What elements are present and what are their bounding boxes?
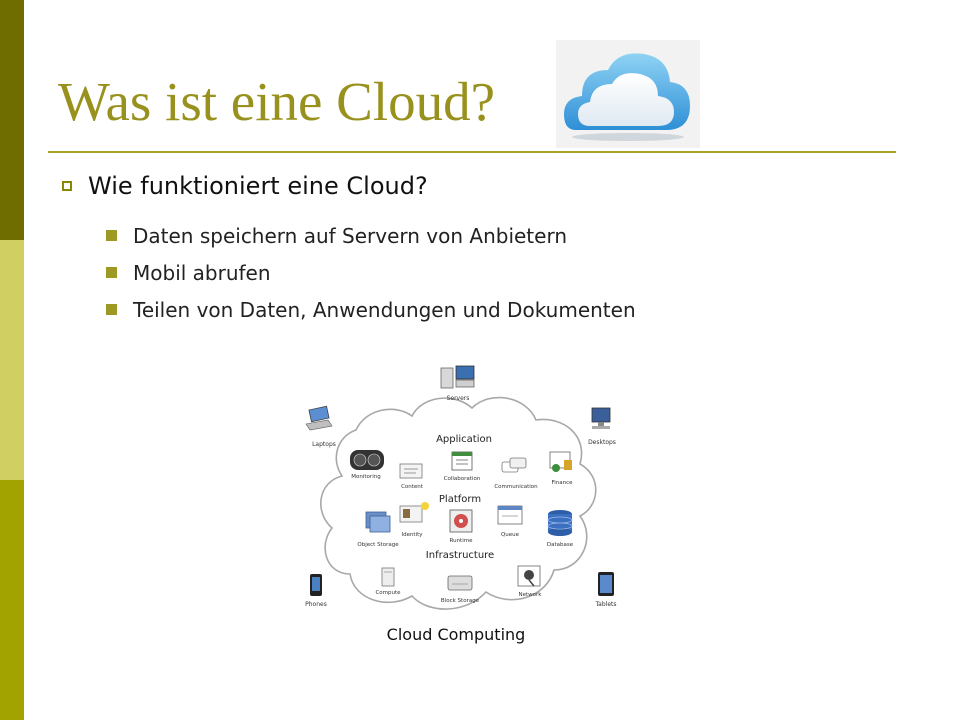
desktops-label: Desktops [588,439,616,446]
sub-bullet-text: Daten speichern auf Servern von Anbieter… [133,224,568,248]
servers-label: Servers [447,395,470,402]
decor-stripe-bottom [0,480,24,720]
queue-icon [497,505,523,525]
identity-label: Identity [401,532,423,538]
collaboration-icon [451,451,473,471]
block-storage-icon [447,575,473,591]
cloud-outline [320,396,597,610]
compute-label: Compute [375,590,401,596]
main-bullet: Wie funktioniert eine Cloud? [62,172,428,200]
application-layer-label: Application [436,434,492,445]
identity-icon [399,502,429,523]
title-divider [48,151,896,153]
block-storage-label: Block Storage [441,598,480,604]
content-icon [399,463,423,479]
sub-bullet: Mobil abrufen [106,261,271,285]
database-label: Database [547,542,574,548]
slide-title: Was ist eine Cloud? [58,71,496,132]
monitoring-icon [350,450,384,470]
infrastructure-layer-label: Infrastructure [426,550,494,561]
laptop-icon [305,405,333,431]
queue-label: Queue [501,532,520,538]
content-label: Content [401,484,424,490]
finance-icon [549,451,572,472]
phone-icon [310,574,322,596]
platform-layer-label: Platform [439,494,481,505]
sub-bullet-text: Teilen von Daten, Anwendungen und Dokume… [133,298,636,322]
servers-icon [440,365,475,389]
sub-bullet: Teilen von Daten, Anwendungen und Dokume… [106,298,636,322]
square-bullet-icon [106,267,117,278]
network-label: Network [519,592,543,598]
network-icon [517,565,541,587]
tablet-icon [598,572,614,596]
compute-icon [381,567,395,587]
phones-label: Phones [305,601,327,608]
diagram-caption: Cloud Computing [387,625,526,644]
database-icon [547,510,573,536]
hollow-square-bullet-icon [62,181,72,191]
tablets-label: Tablets [595,601,617,608]
laptops-label: Laptops [312,441,336,448]
sub-bullet-text: Mobil abrufen [133,261,271,285]
communication-icon [501,457,527,473]
decor-stripe-middle [0,240,24,480]
main-bullet-text: Wie funktioniert eine Cloud? [88,172,428,200]
decor-stripe-top [0,0,24,240]
object-storage-label: Object Storage [357,542,399,548]
monitoring-label: Monitoring [351,474,380,480]
runtime-label: Runtime [450,538,474,544]
communication-label: Communication [494,484,538,490]
runtime-icon [449,509,473,533]
cloud-icon [556,40,700,148]
collaboration-label: Collaboration [444,476,481,482]
square-bullet-icon [106,304,117,315]
finance-label: Finance [551,480,573,486]
desktop-icon [591,407,611,429]
sub-bullet: Daten speichern auf Servern von Anbieter… [106,224,567,248]
cloud-computing-diagram: Servers Laptops Desktops Phones Tablets … [305,365,617,644]
object-storage-icon [365,511,391,533]
square-bullet-icon [106,230,117,241]
